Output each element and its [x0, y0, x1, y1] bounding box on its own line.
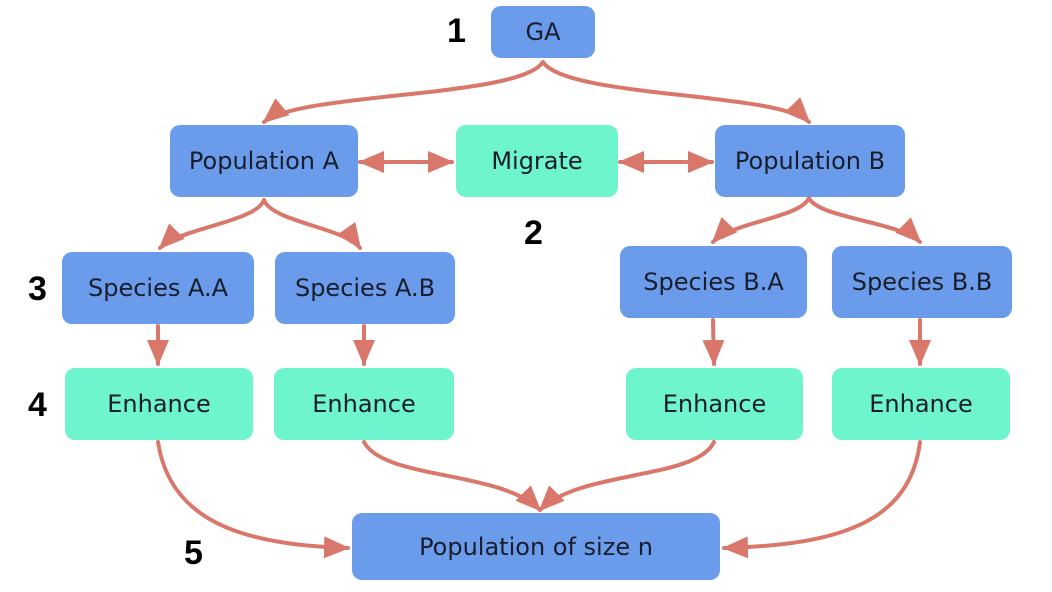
node-species-bb: Species B.B — [832, 246, 1012, 318]
step-label-4: 4 — [28, 386, 47, 424]
edge-pop-b-to-species-bb — [807, 196, 922, 244]
node-species-ba: Species B.A — [620, 246, 807, 318]
node-enhance-ab: Enhance — [274, 368, 454, 440]
node-enhance-bb: Enhance — [832, 368, 1010, 440]
step-label-5: 5 — [184, 534, 203, 572]
edge-pop-a-to-species-aa — [158, 198, 266, 250]
edge-ga-to-pop-b — [541, 60, 811, 124]
edge-species-ba-to-enhance — [702, 318, 725, 366]
edge-ga-to-pop-a — [262, 60, 545, 124]
node-population-a: Population A — [170, 125, 358, 197]
node-enhance-ba: Enhance — [626, 368, 803, 440]
node-species-ab: Species A.B — [275, 252, 455, 324]
edge-enhance-ba-to-final — [538, 440, 716, 512]
edge-pop-a-to-species-ab — [262, 198, 362, 250]
step-label-2: 2 — [524, 214, 543, 252]
edge-enhance-aa-to-final — [156, 440, 350, 559]
node-enhance-aa: Enhance — [65, 368, 253, 440]
node-population-b: Population B — [715, 125, 905, 197]
edge-pop-b-to-species-ba — [711, 196, 811, 244]
node-population-final: Population of size n — [352, 513, 720, 580]
step-label-3: 3 — [28, 270, 47, 308]
step-label-1: 1 — [447, 12, 466, 50]
node-migrate: Migrate — [456, 125, 618, 197]
edge-enhance-ab-to-final — [362, 440, 542, 512]
node-ga: GA — [491, 6, 595, 58]
edge-enhance-bb-to-final — [722, 440, 922, 559]
node-species-aa: Species A.A — [62, 252, 254, 324]
